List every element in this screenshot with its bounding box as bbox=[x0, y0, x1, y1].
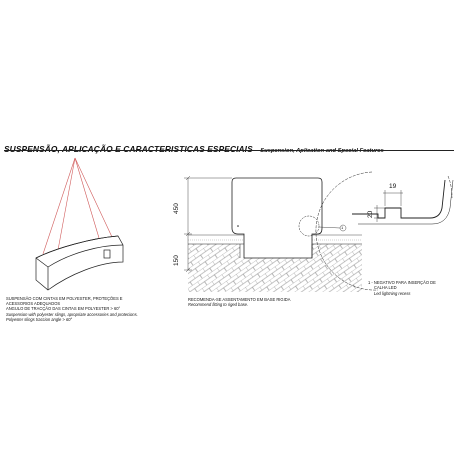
detail-note-en: Led lightning recess bbox=[374, 291, 411, 296]
depth-dimension bbox=[374, 205, 386, 222]
detail-boundary-circle bbox=[315, 171, 379, 291]
vertical-dimension bbox=[184, 175, 232, 273]
page-title: SUSPENSÃO, APLICAÇÃO E CARACTERISTICAS E… bbox=[4, 144, 253, 154]
page-title-row: SUSPENSÃO, APLICAÇÃO E CARACTERISTICAS E… bbox=[4, 139, 454, 157]
width-dimension bbox=[383, 190, 403, 206]
detail-note-pt-1: 1 - NEGATIVO PARA INSERÇÃO DE bbox=[368, 280, 436, 285]
section-marker-label: 1 bbox=[341, 225, 344, 230]
detail-depth-label: 20 bbox=[367, 210, 374, 218]
dimension-label-top: 450 bbox=[173, 203, 180, 214]
section-drawing bbox=[184, 175, 362, 292]
left-note-en-1: Suspension with polyester slings, apropr… bbox=[6, 312, 138, 317]
bench-section bbox=[231, 177, 323, 259]
section-note-en: Recommend fitting to riged base. bbox=[188, 302, 249, 307]
ground-hatch bbox=[188, 244, 362, 292]
detail-note-pt-2: CALHA LED bbox=[374, 285, 397, 290]
marker-circle bbox=[339, 224, 347, 232]
page-subtitle: Suspension, Aplication and Special Featu… bbox=[260, 148, 384, 154]
left-note-pt-2: ACESSORIOS ADEQUADOS bbox=[6, 301, 61, 306]
left-note-en-2: Polyester slings traccion angle > 60° bbox=[6, 317, 73, 322]
suspension-illustration bbox=[35, 157, 124, 291]
section-note-pt: RECOMENDA-SE ASSENTAMENTO EM BASE RIGIDA bbox=[188, 297, 291, 302]
detail-width-label: 19 bbox=[389, 183, 397, 190]
led-detail bbox=[315, 171, 454, 291]
bench-perspective bbox=[35, 235, 124, 291]
detail-callout-circle bbox=[298, 215, 320, 237]
polyester-slings bbox=[42, 157, 113, 255]
dimension-label-bottom: 150 bbox=[173, 255, 180, 266]
detail-profile bbox=[352, 179, 446, 219]
left-note-pt-1: SUSPENSÃO COM CINTAS EM POLYESTER, PROTE… bbox=[6, 296, 123, 301]
left-note-pt-3: ANGULO DE TRACÇÃO DAS CINTAS EM POLYESTE… bbox=[6, 306, 121, 311]
title-divider bbox=[4, 150, 454, 151]
